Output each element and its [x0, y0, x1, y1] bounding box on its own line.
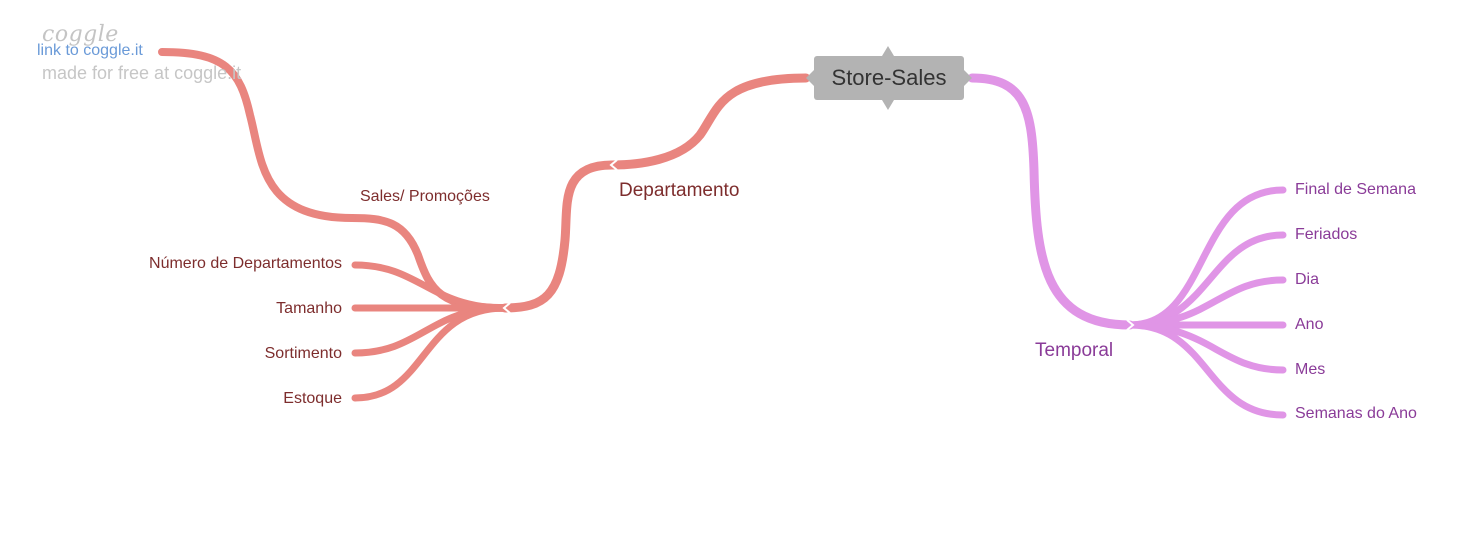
root-node-right-arrow [964, 70, 972, 86]
root-node-label[interactable]: Store-Sales [831, 65, 947, 90]
chevron-temporal [1126, 319, 1135, 331]
root-node-top-arrow [882, 46, 894, 56]
coggle-logo: coggle [42, 22, 119, 47]
branch-sales-to-corner [158, 48, 356, 222]
root-node-bottom-arrow [882, 100, 894, 110]
root-node-box[interactable] [814, 56, 964, 100]
branch-root-to-departamento [607, 73, 811, 170]
chevron-hub [502, 302, 511, 314]
root-node[interactable] [806, 46, 972, 110]
node-final-de-semana[interactable]: Final de Semana [1295, 181, 1416, 198]
node-ano[interactable]: Ano [1295, 316, 1324, 333]
branch-hub-to-numero [351, 261, 509, 312]
node-estoque[interactable]: Estoque [283, 390, 342, 407]
node-sortimento[interactable]: Sortimento [264, 345, 342, 362]
node-mes[interactable]: Mes [1295, 361, 1326, 378]
node-sales-promocoes[interactable]: Sales/ Promoções [360, 188, 490, 205]
root-node-left-arrow [806, 70, 814, 86]
branch-temporal-to-semanas-do-ano [1126, 321, 1287, 419]
chevron-departamento [609, 159, 618, 171]
node-feriados[interactable]: Feriados [1295, 226, 1358, 243]
branch-temporal-to-mes [1126, 321, 1287, 374]
branch-lines [158, 48, 1287, 419]
node-departamento[interactable]: Departamento [619, 180, 740, 201]
branch-hub-to-estoque [351, 304, 509, 402]
node-numero-de-departamentos[interactable]: Número de Departamentos [149, 255, 342, 272]
node-semanas-do-ano[interactable]: Semanas do Ano [1295, 405, 1417, 422]
node-dia[interactable]: Dia [1295, 271, 1320, 288]
branch-root-to-temporal [967, 73, 1135, 330]
branch-departamento-to-hub [500, 160, 617, 313]
node-tamanho[interactable]: Tamanho [276, 300, 342, 317]
made-with-coggle-text: made for free at coggle.it [42, 63, 242, 83]
coggle-link[interactable]: link to coggle.it [37, 42, 143, 59]
node-temporal[interactable]: Temporal [1035, 340, 1114, 361]
